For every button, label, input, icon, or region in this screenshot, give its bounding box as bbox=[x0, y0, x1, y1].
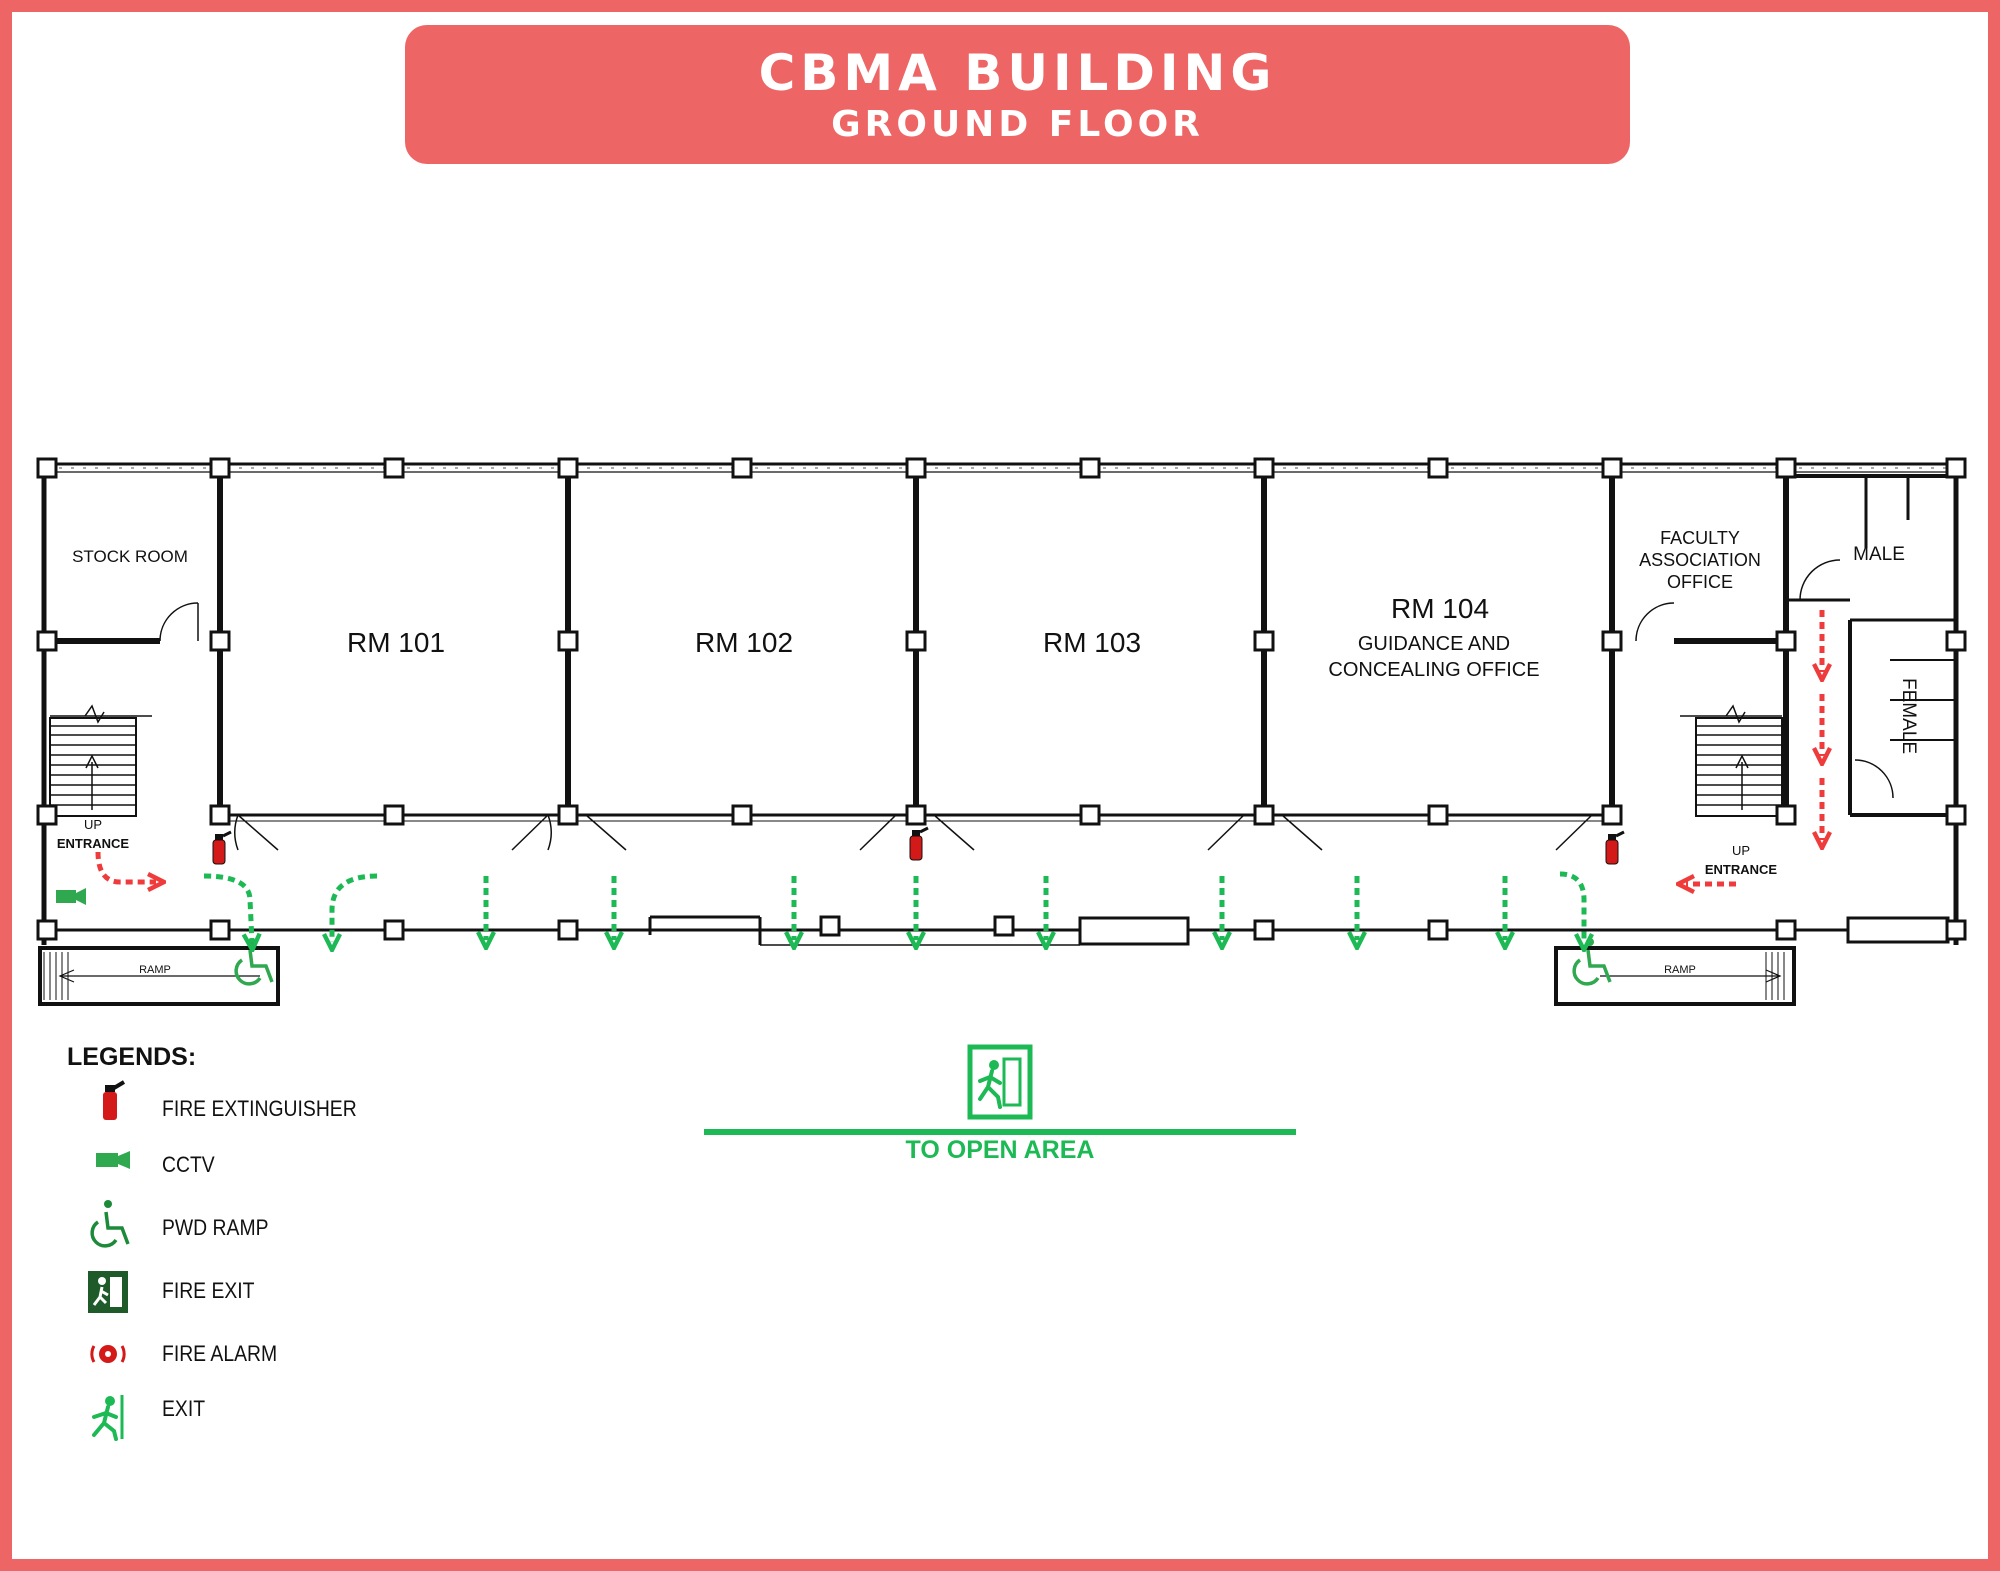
legend-label-fire-exit: FIRE EXIT bbox=[162, 1278, 255, 1303]
fire-exit-icon bbox=[88, 1271, 128, 1313]
page-frame bbox=[12, 12, 1988, 1559]
right-staircase bbox=[1680, 704, 1783, 817]
left-ramp-label: RAMP bbox=[139, 964, 171, 976]
rm102-label: RM 102 bbox=[695, 627, 793, 658]
fire-extinguisher-icon bbox=[211, 830, 233, 866]
left-ramp: RAMP bbox=[38, 946, 280, 1006]
cctv-icon bbox=[96, 1151, 130, 1169]
male-restroom-label: MALE bbox=[1853, 544, 1905, 565]
right-ramp-label: RAMP bbox=[1664, 964, 1696, 976]
evacuation-route-arrows bbox=[203, 871, 1584, 942]
fire-extinguisher-icon bbox=[103, 1080, 126, 1120]
faculty-label-line2: ASSOCIATION bbox=[1639, 550, 1761, 570]
legend-item: CCTV bbox=[80, 1143, 222, 1187]
left-up-label: UP bbox=[84, 817, 102, 832]
wheelchair-icon bbox=[234, 938, 274, 986]
right-entrance-label: ENTRANCE bbox=[1705, 862, 1778, 877]
exit-running-man-icon bbox=[92, 1395, 124, 1441]
faculty-label-line3: OFFICE bbox=[1667, 572, 1733, 592]
legend-item: FIRE ALARM bbox=[80, 1332, 293, 1376]
wheelchair-icon bbox=[90, 1200, 130, 1248]
legend-label-pwd-ramp: PWD RAMP bbox=[162, 1215, 269, 1240]
right-ramp: RAMP bbox=[1554, 946, 1796, 1006]
rm104-sub-line2: CONCEALING OFFICE bbox=[1328, 659, 1539, 681]
fire-alarm-icon bbox=[90, 1345, 126, 1363]
left-staircase bbox=[49, 704, 152, 817]
female-restroom-label: FEMALE bbox=[1898, 678, 1919, 754]
rm104-sub-line1: GUIDANCE AND bbox=[1358, 633, 1510, 655]
legend-label-exit: EXIT bbox=[162, 1396, 206, 1421]
building-title: CBMA BUILDING bbox=[758, 43, 1277, 102]
rm104-label: RM 104 bbox=[1391, 593, 1489, 624]
north-wall bbox=[47, 462, 1962, 473]
legend-item: EXIT bbox=[80, 1387, 211, 1431]
wheelchair-icon bbox=[1572, 938, 1612, 986]
classroom-doors bbox=[234, 814, 1593, 851]
title-banner: CBMA BUILDING GROUND FLOOR bbox=[405, 25, 1630, 164]
internal-route-arrows bbox=[95, 610, 1822, 884]
stock-room-label: STOCK ROOM bbox=[72, 547, 188, 566]
cctv-icon bbox=[56, 888, 86, 905]
left-entrance-label: ENTRANCE bbox=[57, 836, 130, 851]
rm101-label: RM 101 bbox=[347, 627, 445, 658]
legend-icons bbox=[88, 1080, 130, 1441]
faculty-label-line1: FACULTY bbox=[1660, 528, 1740, 548]
fire-extinguisher-icon bbox=[908, 826, 930, 862]
open-area-caption: TO OPEN AREA bbox=[905, 1136, 1095, 1164]
rm103-label: RM 103 bbox=[1043, 627, 1141, 658]
legend-item: PWD RAMP bbox=[80, 1206, 283, 1250]
legend-item: FIRE EXTINGUISHER bbox=[80, 1087, 383, 1131]
fire-exit-icon bbox=[967, 1044, 1033, 1120]
floor-subtitle: GROUND FLOOR bbox=[831, 103, 1204, 145]
legend-title: LEGENDS: bbox=[67, 1043, 197, 1071]
legend-label-cctv: CCTV bbox=[162, 1152, 215, 1177]
right-up-label: UP bbox=[1732, 843, 1750, 858]
legend-label-fire-alarm: FIRE ALARM bbox=[162, 1341, 278, 1366]
legend-item: FIRE EXIT bbox=[80, 1269, 267, 1313]
fire-extinguisher-icon bbox=[1604, 830, 1626, 866]
legend-label-fire-extinguisher: FIRE EXTINGUISHER bbox=[162, 1096, 357, 1121]
